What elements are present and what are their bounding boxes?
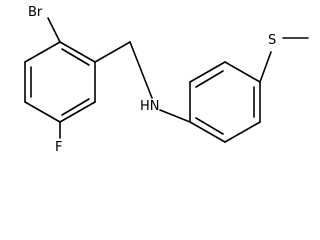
double-bond-inner: [61, 48, 90, 66]
double-bond-inner: [195, 117, 224, 135]
bond: [24, 41, 61, 63]
nitrogen-to-ring-bond: [159, 109, 191, 123]
fluorine-atom-label: F: [55, 140, 62, 154]
bond-to-bromine: [47, 17, 61, 43]
molecule-structure-diagram: Br F HN S: [24, 5, 309, 154]
bond: [224, 61, 261, 83]
double-bond-inner: [195, 70, 224, 88]
ch2-to-nitrogen-bond: [129, 41, 153, 99]
bromofluorophenyl-ring: [24, 41, 96, 123]
bond: [189, 61, 226, 83]
benzyl-ch2-bond: [94, 41, 131, 63]
amine-atom-label: HN: [140, 99, 160, 114]
sulfur-atom-label: S: [268, 33, 276, 48]
methylthiophenyl-ring: [189, 61, 261, 143]
bond: [189, 121, 226, 143]
double-bond-inner: [61, 98, 90, 116]
bond: [24, 101, 61, 123]
bond: [59, 41, 96, 63]
bromine-atom-label: Br: [28, 5, 43, 20]
ring-to-sulfur-bond: [259, 51, 272, 83]
bond: [224, 121, 261, 143]
bond: [59, 101, 96, 123]
